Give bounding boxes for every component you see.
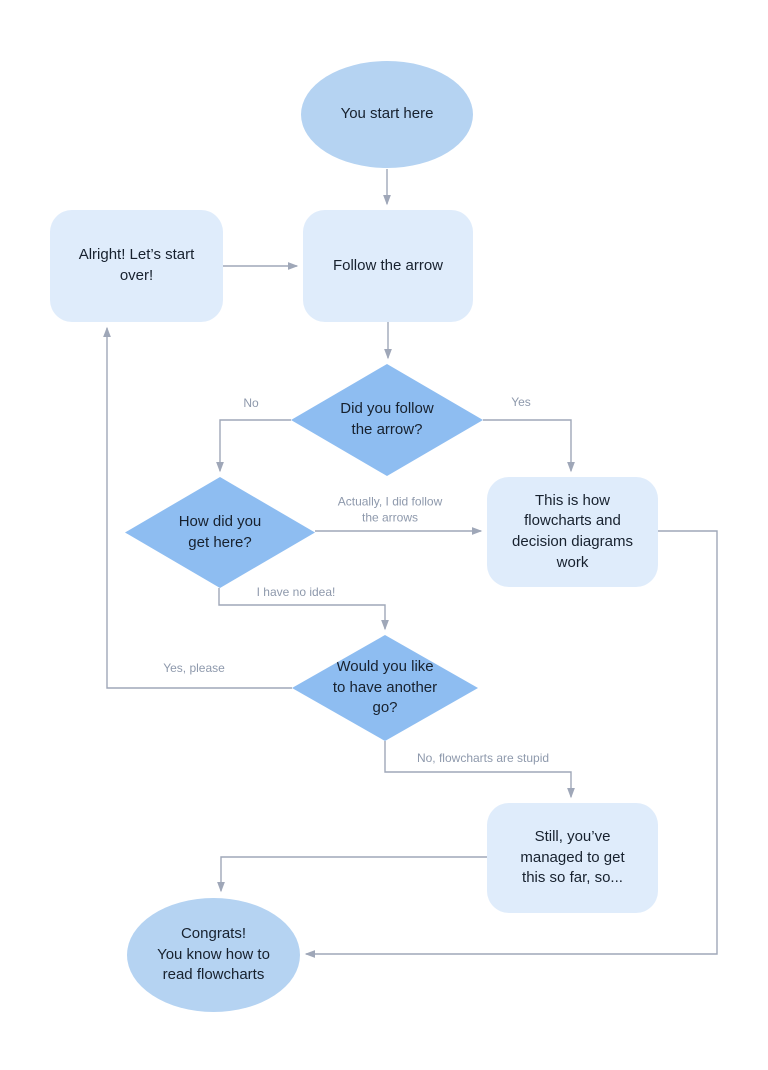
node-follow-arrow: Follow the arrow (303, 210, 473, 322)
edge-noidea-branch (218, 588, 389, 631)
edge-yes-branch (483, 419, 575, 473)
node-congrats-label: Congrats! You know how to read flowchart… (157, 924, 270, 984)
node-start-over-label: Alright! Let’s start over! (78, 246, 195, 284)
node-how-flowcharts-work: This is how flowcharts and decision diag… (487, 477, 658, 587)
node-start-label: You start here (340, 105, 434, 123)
node-start: You start here (301, 61, 473, 168)
node-follow-arrow-label: Follow the arrow (332, 256, 444, 274)
edge-yesplease-branch (103, 326, 292, 689)
edge-still-to-congrats (217, 856, 487, 893)
node-how-flowcharts-work-label: This is how flowcharts and decision diag… (512, 491, 633, 571)
node-another-go-label: Would you like to have another go? (332, 657, 438, 717)
edge-stupid-branch (384, 741, 575, 799)
edge-label-yes: Yes (511, 395, 531, 410)
edge-label-actually: Actually, I did follow the arrows (337, 494, 443, 524)
edge-label-no: No (243, 396, 259, 411)
edge-no-branch (216, 419, 291, 473)
node-start-over: Alright! Let’s start over! (50, 210, 223, 322)
node-congrats: Congrats! You know how to read flowchart… (127, 898, 300, 1012)
node-still-managed-label: Still, you’ve managed to get this so far… (520, 827, 625, 887)
edge-label-stupid: No, flowcharts are stupid (416, 751, 550, 766)
edge-label-no-idea: I have no idea! (256, 585, 336, 600)
node-did-you-follow-label: Did you follow the arrow? (340, 400, 434, 438)
node-still-managed: Still, you’ve managed to get this so far… (487, 803, 658, 913)
node-how-did-you-get-here-label: How did you get here? (178, 512, 262, 551)
edge-label-yes-please: Yes, please (163, 661, 225, 676)
edge-howwork-to-congrats (304, 530, 718, 958)
